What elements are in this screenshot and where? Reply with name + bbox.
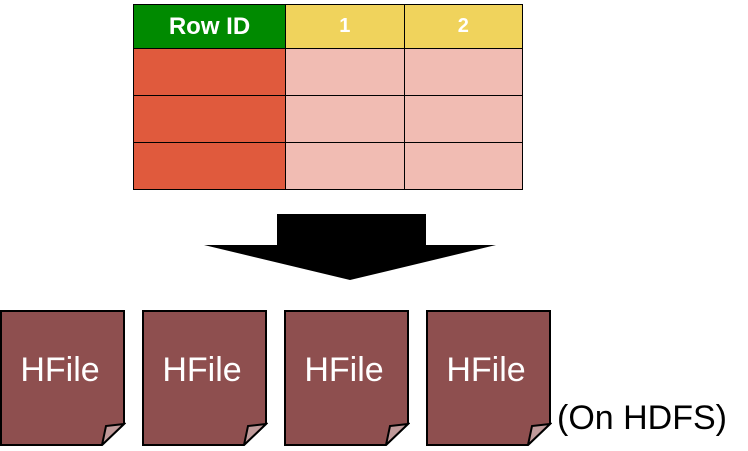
hdfs-note: (On HDFS) (557, 399, 727, 437)
hfile-label: HFile (446, 351, 526, 389)
hfile-document-icon (0, 310, 127, 448)
hfile-document: HFile (284, 310, 411, 448)
row-id-cell (133, 95, 286, 143)
hfile-document-icon (426, 310, 553, 448)
data-cell (403, 95, 523, 143)
data-cell (285, 142, 405, 190)
table-header-row: Row ID 1 2 (133, 4, 523, 49)
row-id-header: Row ID (133, 4, 286, 49)
hfile-document: HFile (0, 310, 127, 448)
hfile-document: HFile (426, 310, 553, 448)
hfile-label: HFile (162, 351, 242, 389)
hfile-label: HFile (20, 351, 100, 389)
data-cell (403, 142, 523, 190)
hfile-label: HFile (304, 351, 384, 389)
row-id-cell (133, 48, 286, 96)
data-cell (403, 48, 523, 96)
column-header-1: 1 (285, 4, 405, 49)
table-row (133, 95, 523, 143)
data-cell (285, 48, 405, 96)
table-row (133, 48, 523, 96)
down-arrow-icon (204, 214, 496, 280)
row-id-cell (133, 142, 286, 190)
hfile-document-icon (142, 310, 269, 448)
table: Row ID 1 2 (133, 4, 523, 190)
hfile-document: HFile (142, 310, 269, 448)
column-header-2: 2 (403, 4, 523, 49)
data-cell (285, 95, 405, 143)
table-row (133, 142, 523, 190)
hfile-document-icon (284, 310, 411, 448)
